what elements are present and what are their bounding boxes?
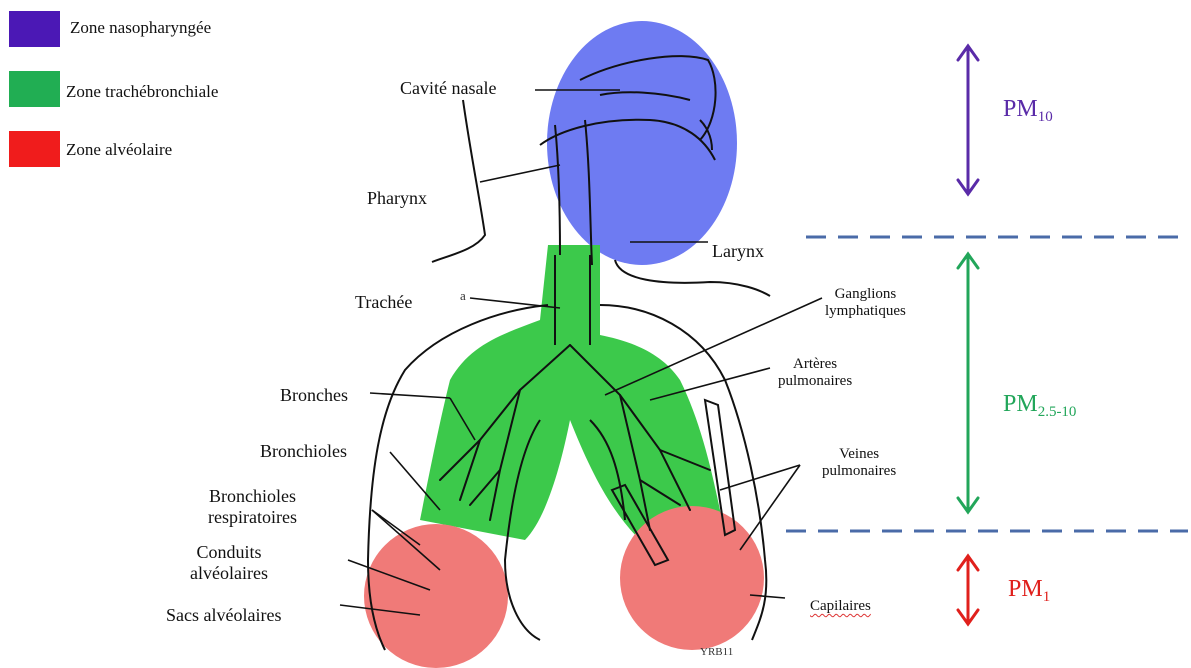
label-ganglions-line2: lymphatiques (825, 303, 906, 320)
letter-a: a (460, 288, 466, 303)
label-veines-line1: Veines (822, 446, 896, 463)
label-arteres-line2: pulmonaires (778, 373, 852, 390)
label-arteres-pulmonaires: Artères pulmonaires (778, 356, 852, 391)
label-conduits-alveolaires: Conduits alvéolaires (190, 542, 268, 583)
legend-label-tracheobronchial: Zone trachébronchiale (66, 82, 218, 102)
pm10-arrow (958, 46, 978, 194)
pm25-10-base: PM (1003, 391, 1038, 417)
label-trachee: Trachée (355, 292, 412, 313)
pm10-label: PM10 (1003, 96, 1053, 126)
label-capilaires-text: Capilaires (810, 598, 871, 614)
nasopharyngeal-zone (547, 21, 737, 265)
label-conduits-line2: alvéolaires (190, 563, 268, 584)
label-veines-pulmonaires: Veines pulmonaires (822, 446, 896, 481)
label-bronchioles-respiratoires-line2: respiratoires (208, 507, 297, 528)
legend-label-alveolar: Zone alvéolaire (66, 140, 172, 160)
label-bronches: Bronches (280, 385, 348, 406)
label-ganglions-line1: Ganglions (825, 286, 906, 303)
label-arteres-line1: Artères (778, 356, 852, 373)
legend-swatch-alveolar (9, 131, 60, 167)
label-bronchioles-respiratoires-line1: Bronchioles (208, 486, 297, 507)
label-ganglions-lymphatiques: Ganglions lymphatiques (825, 286, 906, 321)
pm1-base: PM (1008, 576, 1043, 602)
label-bronchioles-respiratoires: Bronchioles respiratoires (208, 486, 297, 527)
legend-swatch-tracheobronchial (9, 71, 60, 107)
pm10-sub: 10 (1038, 109, 1053, 125)
label-larynx: Larynx (712, 241, 764, 262)
pm1-label: PM1 (1008, 576, 1050, 606)
label-bronchioles: Bronchioles (260, 441, 347, 462)
alveolar-zone-right (620, 506, 764, 650)
pm25-10-arrow (958, 254, 978, 512)
signature-text: YRB11 (700, 646, 733, 658)
pm25-10-sub: 2.5-10 (1038, 404, 1077, 420)
label-veines-line2: pulmonaires (822, 463, 896, 480)
pm1-arrow (958, 556, 978, 624)
legend-label-nasopharyngeal: Zone nasopharyngée (70, 18, 211, 38)
label-conduits-line1: Conduits (190, 542, 268, 563)
label-cavite-nasale: Cavité nasale (400, 78, 496, 99)
pm1-sub: 1 (1043, 589, 1051, 605)
label-sacs-alveolaires: Sacs alvéolaires (166, 605, 281, 626)
label-pharynx: Pharynx (367, 188, 427, 209)
alveolar-zone-left (364, 524, 508, 668)
pm25-10-label: PM2.5-10 (1003, 391, 1076, 421)
pm10-base: PM (1003, 96, 1038, 122)
legend-swatch-nasopharyngeal (9, 11, 60, 47)
label-capilaires: Capilaires (810, 598, 871, 615)
